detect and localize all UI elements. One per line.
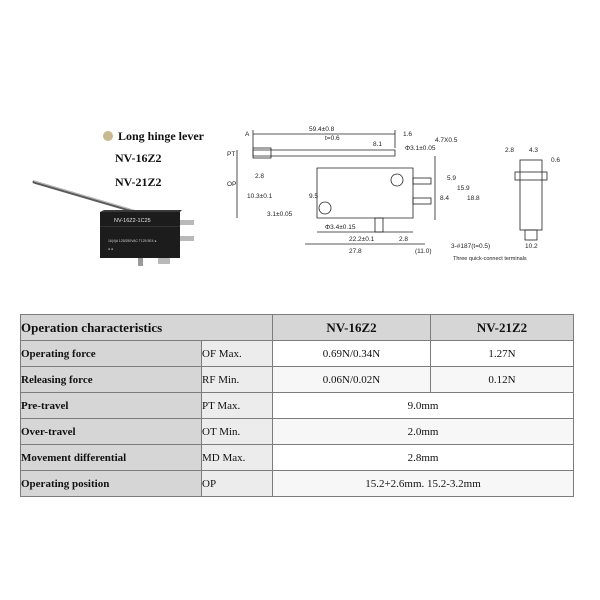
row-value-shared: 9.0mm [272,392,574,419]
dim-11-0: (11.0) [415,248,432,255]
dim-phi-3-1: Φ3.1±0.05 [405,145,436,152]
dim-side-10-2: 10.2 [525,243,538,250]
model-name-2: NV-21Z2 [115,175,162,189]
switch-body-top [100,210,182,212]
dim-pt: PT [227,151,235,158]
switch-body-seam [100,226,180,227]
drawing-side-lever [514,171,548,181]
dim-side-2-8: 2.8 [505,147,514,154]
drawing-hole-bottom [318,201,332,215]
technical-drawing: 59.4±0.8 t=0.6 1.6 8.1 4.7X0.5 Φ3.1±0.05… [227,126,560,262]
drawing-body [316,167,414,219]
row-value-model-2: 1.27N [430,340,574,367]
dim-187: 3-#187(t=0.5) [451,243,490,250]
drawing-terminal-1 [412,177,432,185]
dim-18-8: 18.8 [467,195,480,202]
dim-59: 59.4±0.8 [309,126,335,133]
table-header-label: Operation characteristics [20,314,273,341]
table-header-model-1: NV-16Z2 [272,314,431,341]
dim-22-2: 22.2±0.1 [349,236,375,243]
table-row: Operating force OF Max. 0.69N/0.34N 1.27… [20,340,574,367]
switch-body [100,212,180,258]
row-value-shared: 2.8mm [272,444,574,471]
drawing-lever [252,149,396,157]
photo-model-print: NV-16Z2-1C25 [114,218,151,224]
table-row: Releasing force RF Min. 0.06N/0.02N 0.12… [20,366,574,393]
product-title-block: Long hinge lever NV-16Z2 NV-21Z2 [103,126,243,194]
row-value-shared: 2.0mm [272,418,574,445]
dim-5-9: 5.9 [447,175,456,182]
table-header-row: Operation characteristics NV-16Z2 NV-21Z… [20,314,574,341]
dim-8-4: 8.4 [440,195,449,202]
drawing-side-body [519,159,543,231]
dim-1-6: 1.6 [403,131,412,138]
drawing-side-terminal [524,229,538,241]
dim-t06: t=0.6 [325,135,340,142]
model-name-1: NV-16Z2 [115,151,162,165]
bullet-icon [103,131,113,141]
row-symbol: OT Min. [201,418,273,445]
dim-4-7x0-5: 4.7X0.5 [435,137,458,144]
table-row: Pre-travel PT Max. 9.0mm [20,392,574,419]
product-subtitle: Long hinge lever [118,128,204,143]
drawing-terminal-2 [412,197,432,205]
drawing-hole-top [390,173,404,187]
row-value-shared: 15.2+2.6mm. 15.2-3.2mm [272,470,574,497]
row-value-model-2: 0.12N [430,366,574,393]
dim-9-5: 9.5 [309,193,318,200]
photo-rating-print: 16(4)A 125/250VAC T125 5E4 ● [108,239,156,243]
table-row: Operating position OP 15.2+2.6mm. 15.2-3… [20,470,574,497]
dim-a: A [245,131,250,138]
dim-op: OP [227,181,236,188]
row-symbol: MD Max. [201,444,273,471]
dim-2-8-left: 2.8 [255,173,264,180]
row-symbol: PT Max. [201,392,273,419]
row-symbol: OF Max. [201,340,273,367]
dim-side-0-6: 0.6 [551,157,560,164]
drawing-lever-end [252,147,272,159]
subtitle-row: Long hinge lever [103,126,243,146]
dim-15-9: 15.9 [457,185,470,192]
row-label: Over-travel [20,418,202,445]
row-symbol: RF Min. [201,366,273,393]
row-label: Pre-travel [20,392,202,419]
terminal-pin [138,258,143,266]
terminal-1 [180,220,194,225]
dim-2-8-bottom: 2.8 [399,236,408,243]
dim-8-1: 8.1 [373,141,382,148]
table-row: Over-travel OT Min. 2.0mm [20,418,574,445]
row-label: Operating force [20,340,202,367]
terminal-3 [158,258,170,264]
dim-phi-3-4: Φ3.4±0.15 [325,224,356,231]
row-symbol: OP [201,470,273,497]
row-value-model-1: 0.69N/0.34N [272,340,431,367]
table-header-model-2: NV-21Z2 [430,314,574,341]
row-value-model-1: 0.06N/0.02N [272,366,431,393]
dim-side-4-3: 4.3 [529,147,538,154]
terminal-2 [180,236,194,241]
dim-3-1: 3.1±0.05 [267,211,293,218]
row-label: Operating position [20,470,202,497]
photo-brand-print: ● ● [108,247,113,251]
lever-highlight [33,180,151,216]
drawing-terminal-3 [374,217,384,233]
table-row: Movement differential MD Max. 2.8mm [20,444,574,471]
row-label: Releasing force [20,366,202,393]
product-photo: NV-16Z2-1C25 16(4)A 125/250VAC T125 5E4 … [32,180,194,266]
dim-10-3: 10.3±0.1 [247,193,273,200]
row-label: Movement differential [20,444,202,471]
operation-characteristics-table: Operation characteristics NV-16Z2 NV-21Z… [20,314,574,497]
dim-27-8: 27.8 [349,248,362,255]
terminal-note: Three quick-connect terminals [453,256,527,262]
